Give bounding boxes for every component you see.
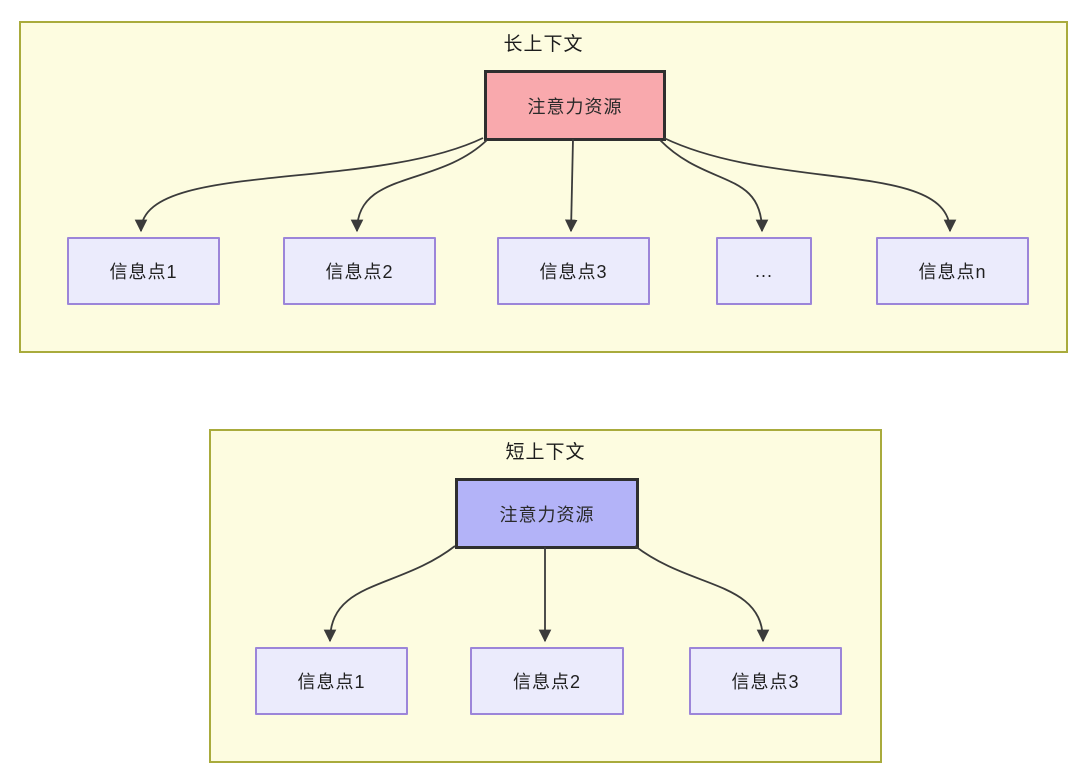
long-info-label-3: 信息点3 [539,262,608,282]
long-info-label-ellipsis: ... [754,260,773,281]
short-info-box-3: 信息点3 [689,647,842,715]
long-info-box-1: 信息点1 [67,237,220,305]
short-info-label-1: 信息点1 [297,672,366,692]
long-info-label-n: 信息点n [918,262,987,282]
short-context-title: 短上下文 [505,442,586,463]
short-info-label-2: 信息点2 [512,672,581,692]
long-info-box-3: 信息点3 [497,237,650,305]
short-info-label-3: 信息点3 [731,672,800,692]
short-context-container: 短上下文 注意力资源 信息点1 信息点2 信息点3 [209,429,882,763]
long-attention-box: 注意力资源 [484,70,666,141]
short-attention-box: 注意力资源 [455,478,639,549]
short-info-box-2: 信息点2 [470,647,624,715]
short-attention-label: 注意力资源 [499,504,595,525]
long-info-label-1: 信息点1 [109,262,178,282]
long-attention-label: 注意力资源 [527,96,623,117]
long-context-title: 长上下文 [503,34,584,55]
long-context-container: 长上下文 注意力资源 信息点1 信息点2 信息点3 ... 信息点n [19,21,1068,353]
long-info-box-ellipsis: ... [716,237,812,305]
short-info-box-1: 信息点1 [255,647,408,715]
long-info-box-2: 信息点2 [283,237,436,305]
long-info-label-2: 信息点2 [325,262,394,282]
long-info-box-n: 信息点n [876,237,1029,305]
